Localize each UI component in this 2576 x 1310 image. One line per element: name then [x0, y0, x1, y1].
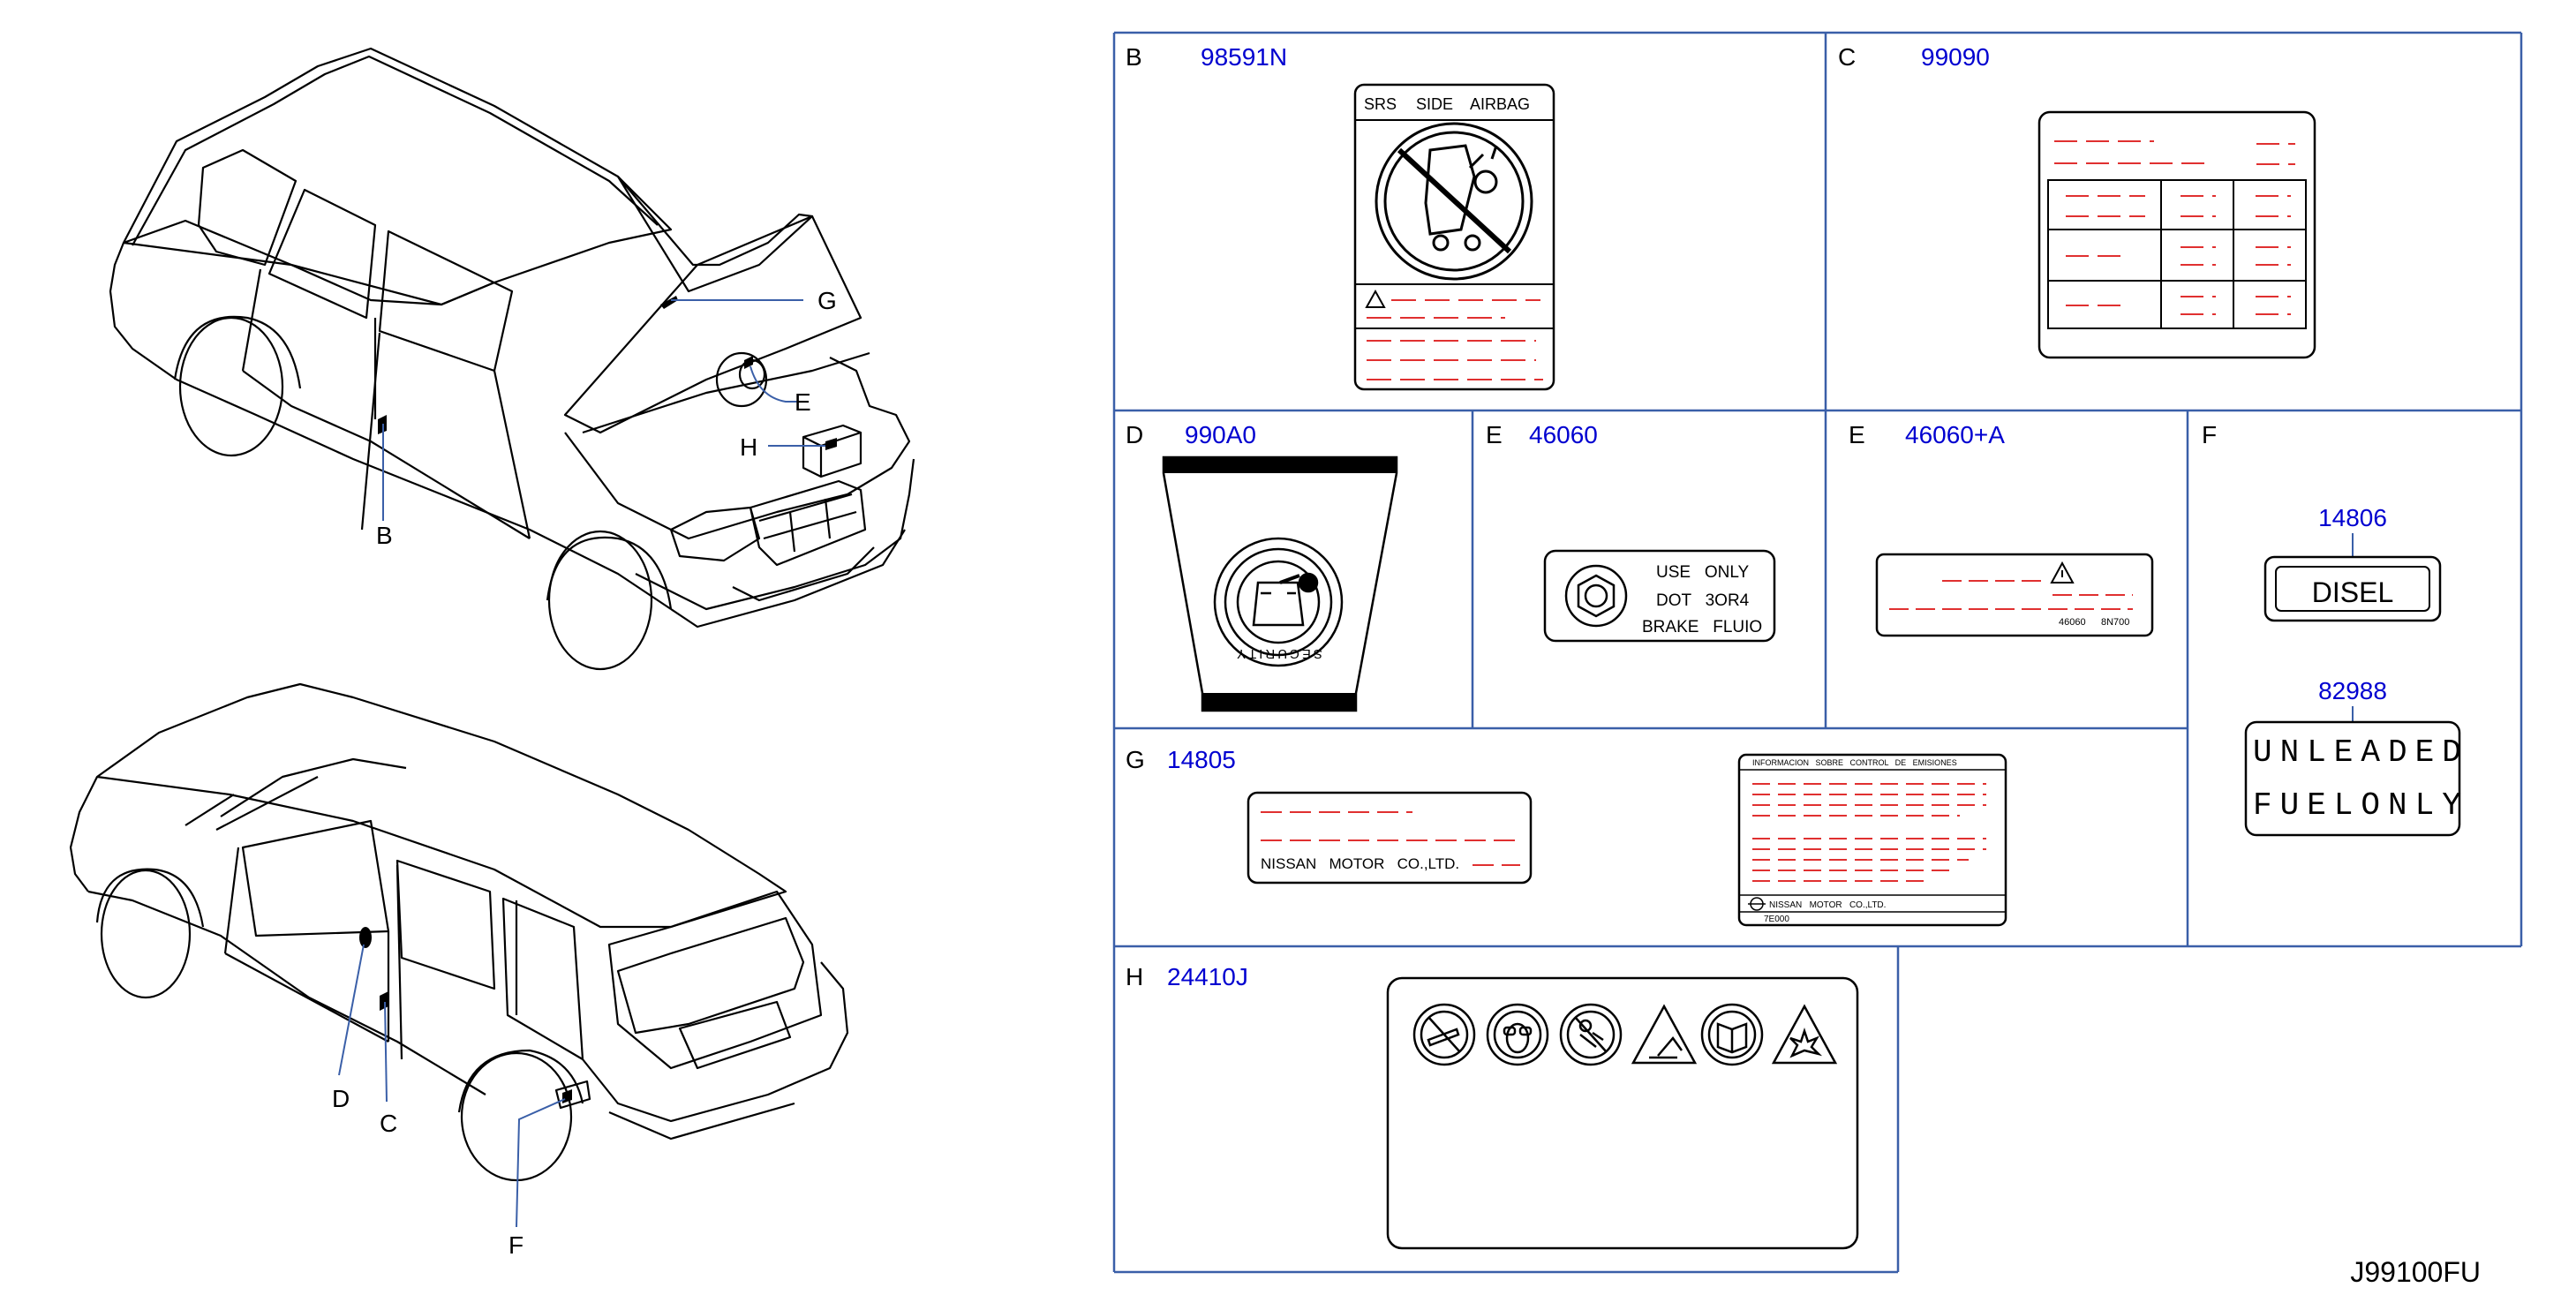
car-front-label-marks — [378, 296, 837, 450]
panel-e1-letter: E — [1486, 421, 1503, 448]
no-smoking-icon — [1412, 1003, 1476, 1066]
panel-c: C 99090 — [1838, 43, 2316, 359]
panel-e2-code: 46060+A — [1905, 421, 2005, 448]
panel-e2-text-dashes — [1889, 580, 2133, 610]
callout-d: D — [332, 1085, 350, 1112]
read-manual-icon — [1700, 1003, 1764, 1066]
callout-f: F — [508, 1231, 523, 1259]
lot-no-small: 8N700 — [2101, 617, 2129, 628]
callout-h: H — [740, 433, 757, 461]
car-rear-leaders — [338, 944, 566, 1228]
emission-footer-text: NISSAN MOTOR CO.,LTD. — [1769, 900, 1886, 910]
panel-h-letter: H — [1126, 963, 1143, 990]
srs-label: SRS — [1364, 95, 1397, 113]
callout-c: C — [380, 1110, 397, 1137]
panel-d: D 990A0 SECURITY — [1126, 421, 1398, 712]
part-no-small: 46060 — [2059, 617, 2086, 628]
panel-f-letter: F — [2202, 421, 2217, 448]
panel-b-code: 98591N — [1201, 43, 1287, 71]
panel-g-text-dashes — [1261, 811, 1520, 866]
panel-g: G 14805 NISSAN MOTOR CO.,LTD. INFORMACIO… — [1126, 746, 2007, 927]
brake-fluid-cap-icon — [1564, 564, 1628, 628]
disel-text: DISEL — [2312, 576, 2393, 608]
panel-b: B 98591N SRS SIDE AIRBAG — [1126, 43, 1555, 391]
nissan-motor-text: NISSAN MOTOR CO.,LTD. — [1261, 855, 1459, 872]
panel-c-text-dashes — [2054, 140, 2295, 315]
panel-e1-code: 46060 — [1529, 421, 1598, 448]
callout-letters: B G E H D C F — [332, 287, 837, 1259]
panel-c-code: 99090 — [1921, 43, 1990, 71]
panel-g-letter: G — [1126, 746, 1145, 773]
emission-header-text: INFORMACION SOBRE CONTROL DE EMISIONES — [1752, 758, 1957, 767]
panel-b-letter: B — [1126, 43, 1142, 71]
no-child-seat-icon — [1375, 122, 1533, 281]
panel-d-letter: D — [1126, 421, 1143, 448]
panel-g-code: 14805 — [1167, 746, 1236, 773]
panel-f-code-a: 14806 — [2318, 504, 2387, 531]
eye-protection-icon — [1486, 1003, 1549, 1066]
acid-warning-icon — [1631, 1004, 1698, 1065]
panel-e-46060a: E 46060+A 46060 8N700 — [1849, 421, 2154, 637]
child-lock-icon — [1213, 537, 1344, 667]
callout-b: B — [376, 522, 393, 549]
emission-code-text: 7E000 — [1764, 915, 1789, 924]
panel-h-code: 24410J — [1167, 963, 1248, 990]
car-front-leaders — [382, 299, 825, 521]
security-ring-text: SECURITY — [1234, 646, 1322, 661]
panel-d-code: 990A0 — [1185, 421, 1256, 448]
explosion-warning-icon — [1771, 1004, 1838, 1065]
no-children-icon — [1559, 1003, 1623, 1066]
unleaded-text: UNLEADED — [2253, 734, 2469, 771]
callout-e: E — [795, 388, 811, 416]
car-rear-label-marks — [359, 927, 572, 1103]
emission-text-dashes — [1752, 783, 1986, 882]
side-label: SIDE — [1416, 95, 1453, 113]
nissan-logo-icon — [1748, 897, 1766, 911]
panel-b-text-dashes — [1367, 299, 1543, 380]
dot-text: DOT 3OR4 — [1656, 591, 1750, 610]
airbag-label: AIRBAG — [1470, 95, 1530, 113]
panel-e2-letter: E — [1849, 421, 1865, 448]
panel-f: F 14806 DISEL 82988 UNLEADED FUELONLY — [2202, 421, 2469, 837]
fuel-only-text: FUELONLY — [2253, 787, 2469, 824]
car-rear-view — [69, 682, 849, 1182]
callout-g: G — [817, 287, 837, 314]
panel-h: H 24410J — [1126, 963, 1859, 1250]
panel-c-letter: C — [1838, 43, 1856, 71]
use-only-text: USE ONLY — [1656, 563, 1750, 582]
car-front-view — [109, 47, 915, 671]
warning-icon — [2050, 561, 2075, 583]
brake-fluid-text: BRAKE FLUIO — [1642, 618, 1762, 636]
diagram-id: J99100FU — [2350, 1256, 2481, 1288]
panel-f-code-b: 82988 — [2318, 677, 2387, 704]
panel-e-46060: E 46060 USE ONLY DOT 3OR4 BRAKE FLUIO — [1486, 421, 1776, 643]
panel-grid — [1112, 31, 2523, 1274]
